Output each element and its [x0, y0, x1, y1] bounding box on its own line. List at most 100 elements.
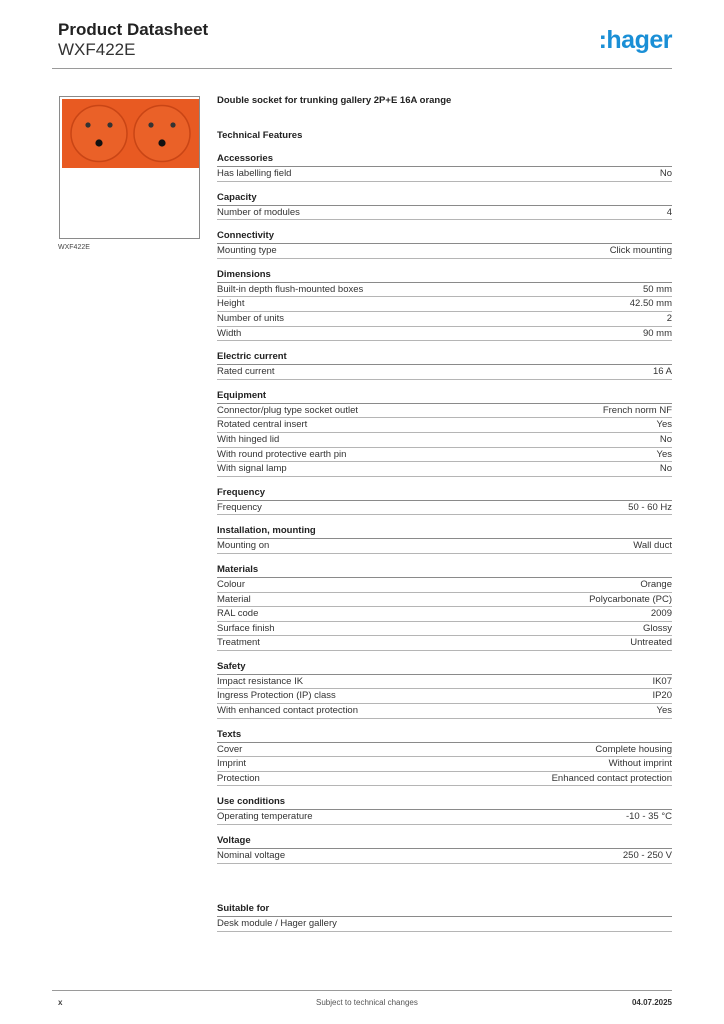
- spec-row: Imprint Without imprint: [217, 757, 672, 772]
- spec-row: Rotated central insert Yes: [217, 418, 672, 433]
- section-heading: Use conditions: [217, 796, 672, 811]
- spec-label: With signal lamp: [217, 463, 287, 475]
- spec-label: Colour: [217, 578, 245, 590]
- page-title: Product Datasheet: [58, 20, 209, 39]
- spec-label: Surface finish: [217, 622, 275, 634]
- spec-value: Yes: [656, 419, 673, 431]
- technical-features-heading: Technical Features: [217, 130, 303, 141]
- spec-label: Connector/plug type socket outlet: [217, 404, 359, 416]
- spec-value: Polycarbonate (PC): [589, 593, 672, 605]
- section-heading: Accessories: [217, 153, 672, 167]
- spec-label: Imprint: [217, 758, 247, 770]
- spec-value: No: [659, 168, 672, 179]
- spec-label: Material: [217, 593, 251, 605]
- spec-label: Rated current: [217, 366, 275, 378]
- spec-value: Wall duct: [633, 540, 672, 552]
- spec-value: No: [659, 433, 672, 445]
- spec-row: Material Polycarbonate (PC): [217, 593, 672, 608]
- spec-row: Height 42.50 mm: [217, 297, 672, 312]
- spec-value: Without imprint: [608, 758, 672, 770]
- spec-row: Mounting type Click mounting: [217, 244, 672, 259]
- suitable-for-heading: Suitable for: [217, 903, 672, 917]
- spec-label: Built-in depth flush-mounted boxes: [217, 283, 364, 295]
- spec-label: Protection: [217, 772, 260, 784]
- spec-label: With round protective earth pin: [217, 448, 347, 460]
- spec-label: Mounting type: [217, 245, 277, 257]
- spec-label: RAL code: [217, 608, 259, 620]
- spec-label: Treatment: [217, 637, 260, 649]
- spec-value: 250 - 250 V: [622, 850, 672, 862]
- product-description: Double socket for trunking gallery 2P+E …: [217, 95, 452, 106]
- spec-row: Built-in depth flush-mounted boxes 50 mm: [217, 283, 672, 298]
- spec-row: Ingress Protection (IP) class IP20: [217, 689, 672, 705]
- section-heading: Safety: [217, 661, 672, 675]
- spec-label: Number of units: [217, 312, 285, 324]
- spec-row: With round protective earth pin Yes: [217, 448, 672, 463]
- spec-value: 2009: [650, 608, 672, 620]
- product-reference: WXF422E: [58, 40, 136, 59]
- spec-value: IP20: [652, 690, 672, 702]
- footer-date: 04.07.2025: [631, 998, 672, 1007]
- product-image: [59, 96, 200, 239]
- spec-value: 50 mm: [642, 283, 672, 295]
- spec-value: Yes: [656, 705, 673, 717]
- spec-value: Complete housing: [595, 743, 672, 755]
- section-heading: Equipment: [217, 390, 672, 404]
- double-socket-icon: [62, 99, 199, 168]
- section-heading: Connectivity: [217, 230, 672, 245]
- spec-label: Rotated central insert: [217, 419, 308, 431]
- spec-row: Number of modules 4: [217, 206, 672, 221]
- spec-value: IK07: [652, 675, 672, 687]
- section-heading: Texts: [217, 729, 672, 743]
- spec-row: With hinged lid No: [217, 433, 672, 448]
- spec-value: 42.50 mm: [629, 298, 672, 310]
- spec-label: Height: [217, 298, 245, 310]
- spec-label: Has labelling field: [217, 168, 292, 179]
- spec-label: With enhanced contact protection: [217, 705, 359, 717]
- spec-label: Number of modules: [217, 206, 300, 218]
- spec-row: Impact resistance IK IK07: [217, 675, 672, 690]
- section-heading: Capacity: [217, 192, 672, 206]
- spec-row: Operating temperature-10 - 35 °C: [217, 810, 672, 826]
- suitable-for-value: Desk module / Hager gallery: [217, 918, 337, 929]
- spec-row: RAL code 2009: [217, 607, 672, 622]
- footer-notice: Subject to technical changes: [316, 998, 418, 1007]
- spec-value: Untreated: [630, 637, 672, 649]
- spec-value: Orange: [640, 578, 672, 590]
- suitable-for-row: Desk module / Hager gallery: [217, 917, 672, 932]
- spec-row: With enhanced contact protection Yes: [217, 704, 672, 719]
- spec-label: Ingress Protection (IP) class: [217, 690, 336, 702]
- spec-label: Mounting on: [217, 540, 270, 552]
- section-heading: Dimensions: [217, 269, 672, 283]
- suitable-for-section: Suitable for Desk module / Hager gallery: [217, 903, 672, 932]
- spec-row: Colour Orange: [217, 578, 672, 593]
- hager-logo: :hager: [598, 26, 673, 54]
- spec-value: 4: [666, 206, 672, 218]
- section-heading: Voltage: [217, 835, 672, 850]
- spec-value: -10 - 35 °C: [625, 811, 672, 823]
- section-heading: Installation, mounting: [217, 525, 672, 540]
- spec-label: Cover: [217, 743, 243, 755]
- spec-value: Yes: [656, 448, 673, 460]
- spec-value: Click mounting: [609, 245, 672, 257]
- spec-row: Mounting on Wall duct: [217, 539, 672, 554]
- spec-label: Impact resistance IK: [217, 675, 304, 687]
- spec-label: With hinged lid: [217, 433, 280, 445]
- spec-label: Width: [217, 327, 242, 339]
- footer-mark: x: [58, 998, 63, 1007]
